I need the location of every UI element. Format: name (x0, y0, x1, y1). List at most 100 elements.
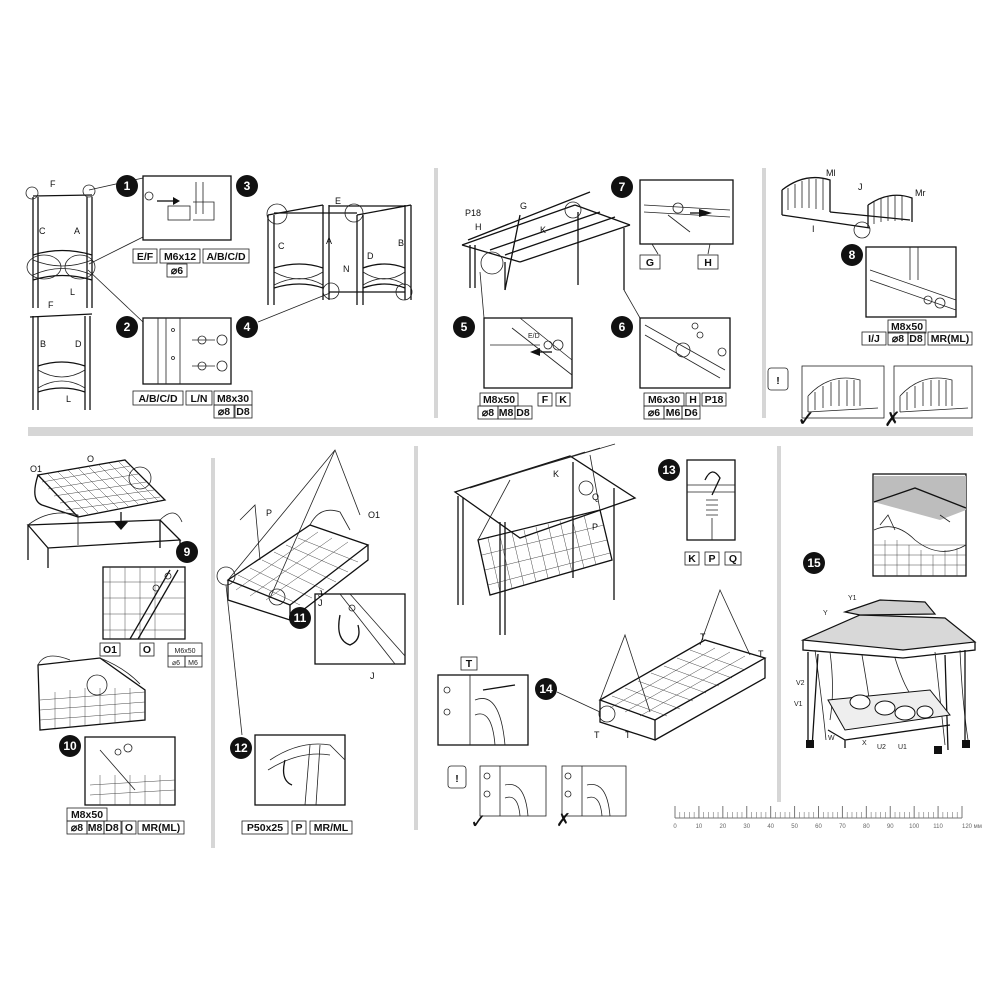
detail-step-13 (686, 459, 736, 541)
step-badge-4 (236, 316, 258, 338)
divider-top-1 (434, 168, 438, 418)
ruler-tick-label: 100 (909, 824, 920, 830)
warning-icon-1: ! (776, 375, 780, 387)
part-M8x50-c: M8x50 (71, 809, 103, 821)
part-K: K (559, 394, 567, 406)
step-number-4: 4 (244, 320, 251, 334)
label-Q-6: Q (592, 492, 599, 502)
detail-step-8 (865, 246, 957, 318)
part-D8-d: D8 (105, 822, 119, 834)
label-Mr: Mr (915, 188, 926, 198)
label-H: H (475, 222, 482, 232)
step-number-13: 13 (662, 463, 676, 477)
part-MR-ML-b: MR(ML) (142, 822, 180, 834)
step-badge-12 (230, 737, 252, 759)
step-badge-2 (116, 316, 138, 338)
step-badge-3 (236, 175, 258, 197)
side-frame-upper (25, 184, 96, 308)
step-number-12: 12 (234, 741, 248, 755)
ruler-tick-label: 40 (767, 824, 774, 830)
part-H-b: H (689, 394, 697, 406)
label-K-6: K (553, 469, 559, 479)
step-badge-6 (611, 316, 633, 338)
swing-on-frame (453, 443, 637, 635)
complete-swing-gazebo (800, 599, 977, 754)
detail-step-14: T (437, 656, 529, 746)
label-T-3: T (594, 730, 600, 740)
step-badge-9 (176, 541, 198, 563)
part-M8x50-b: M8x50 (891, 321, 923, 333)
part-D8: D8 (236, 406, 250, 418)
part-P-b: P (708, 553, 715, 565)
parts-row-step-13: K P Q (684, 551, 742, 566)
label-O: O (87, 454, 94, 464)
label-O1-5: O1 (368, 510, 380, 520)
part-washer-8-c: ⌀8 (892, 333, 904, 345)
step-number-11: 11 (294, 611, 307, 625)
part-F: F (542, 394, 549, 406)
step-badge-13 (658, 459, 680, 481)
label-F-2: F (48, 300, 54, 310)
warning-icon-2: ! (455, 773, 459, 785)
parts-row-step-9: O1 O M6x50 ⌀6 M6 (99, 642, 203, 668)
step-badge-5 (453, 316, 475, 338)
label-J-detail: J (318, 598, 323, 608)
part-M8: M8 (499, 407, 514, 419)
parts-row-step-8: I/J M8x50 ⌀8 D8 MR(ML) (861, 319, 973, 346)
detail-step-7 (639, 179, 734, 255)
step-number-7: 7 (619, 180, 626, 194)
step-number-8: 8 (849, 248, 856, 262)
part-washer-8-d: ⌀8 (71, 822, 83, 834)
label-O1: O1 (30, 464, 42, 474)
part-MR-ML-c: MR/ML (314, 822, 349, 834)
ruler-tick-label: 30 (743, 824, 750, 830)
leader-step-14 (556, 691, 601, 713)
step-badge-1 (116, 175, 138, 197)
check-mark-2: ✓ (470, 809, 487, 833)
leader-step-4 (257, 292, 331, 323)
part-M6x30: M6x30 (648, 394, 680, 406)
label-B-3: B (398, 238, 404, 248)
part-T: T (466, 658, 473, 670)
horizontal-divider (28, 427, 973, 436)
ruler-tick-label: 70 (839, 824, 846, 830)
label-P-5: P (266, 508, 272, 518)
label-Ml: Ml (826, 168, 836, 178)
label-Y: Y (823, 610, 828, 617)
cross-mark-1: ✗ (884, 407, 901, 431)
step-number-5: 5 (461, 320, 468, 334)
label-A-3: A (326, 236, 332, 246)
parts-row-step-12: P50x25 P MR/ML (241, 820, 353, 835)
label-X: X (862, 740, 867, 747)
part-A-B-C-D: A/B/C/D (206, 251, 246, 263)
cross-mark-2: ✗ (556, 810, 571, 831)
step-badge-14 (535, 678, 557, 700)
step-number-9: 9 (184, 545, 191, 559)
ruler-tick-label: 90 (887, 824, 894, 830)
label-E: E (335, 196, 341, 206)
label-W: W (828, 735, 835, 742)
swing-seat-with-chains (598, 588, 767, 741)
part-G: G (646, 257, 654, 269)
step-number-15: 15 (807, 556, 821, 570)
seat-base-frame (781, 176, 913, 239)
label-J: J (858, 182, 863, 192)
canopy-detail-photo (872, 473, 967, 577)
ruler-tick-label: 10 (696, 824, 703, 830)
part-M6-b: M6 (188, 660, 198, 667)
part-M6x50: M6x50 (174, 648, 195, 655)
divider-bottom-3 (777, 446, 781, 802)
ruler-tick-label: 0 (673, 824, 677, 830)
step-badge-15 (803, 552, 825, 574)
part-washer-8: ⌀8 (218, 406, 230, 418)
part-M6x12: M6x12 (164, 251, 196, 263)
part-Q: Q (729, 553, 737, 565)
side-frame-lower (29, 313, 93, 410)
part-P18: P18 (705, 394, 724, 406)
label-A: A (74, 226, 80, 236)
check-mark-1: ✓ (797, 407, 815, 432)
part-L-N: L/N (191, 393, 208, 405)
label-N: N (343, 264, 350, 274)
